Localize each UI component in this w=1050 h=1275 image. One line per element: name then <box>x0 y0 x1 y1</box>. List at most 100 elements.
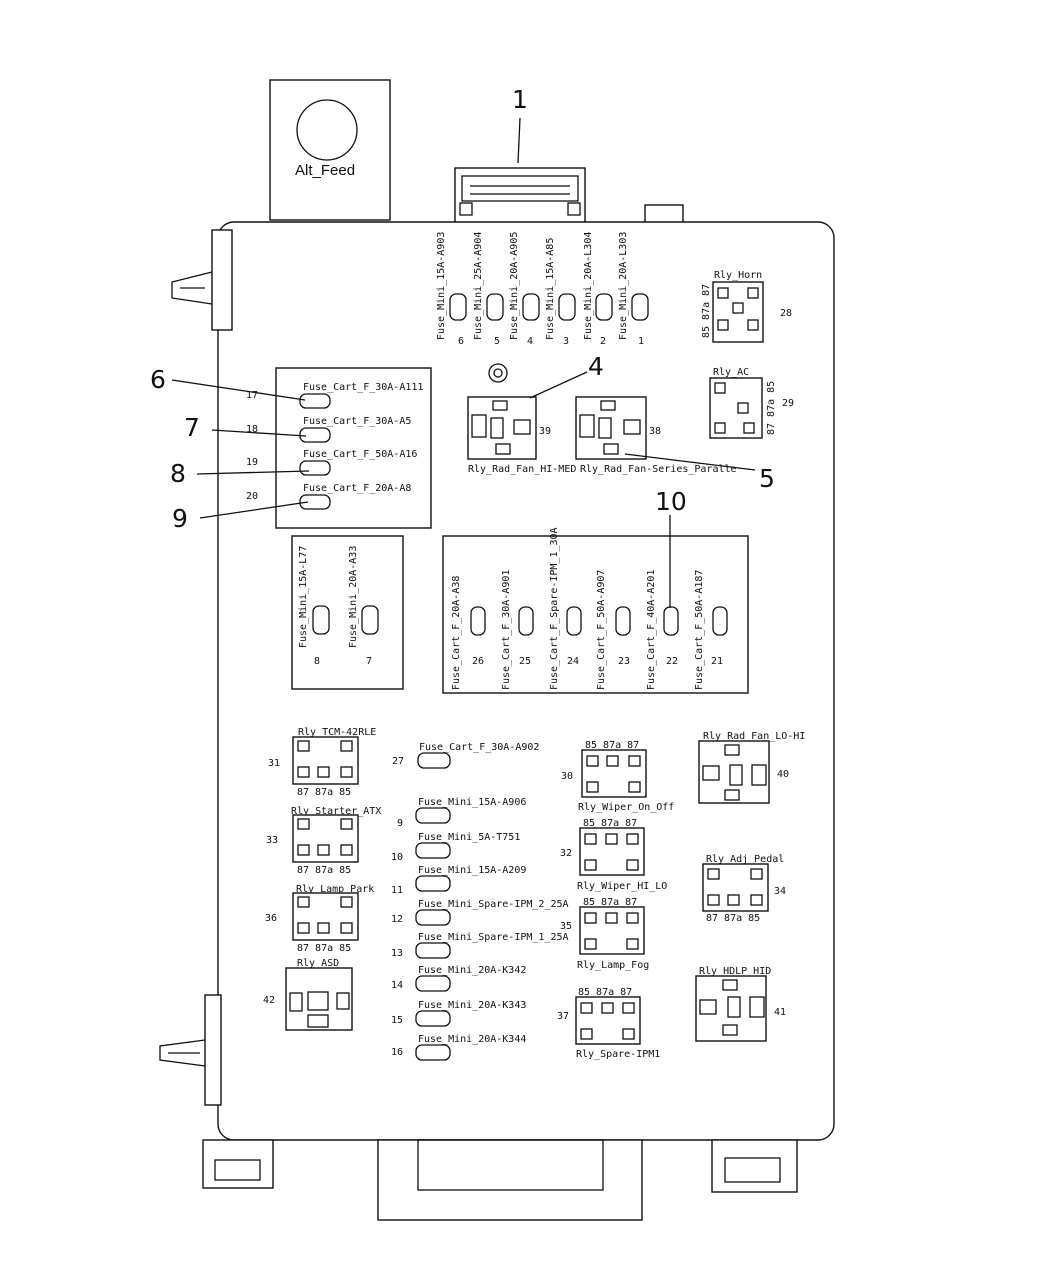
fuse-label: Fuse_Mini_20A-K343 <box>418 1000 526 1011</box>
callout-8: 8 <box>170 459 186 488</box>
fuse-number: 21 <box>711 656 723 667</box>
relay-number: 37 <box>557 1011 569 1022</box>
fuse-icon <box>415 975 451 992</box>
fuse-icon <box>486 293 504 321</box>
fuse-label: Fuse_Mini_Spare-IPM_1_25A <box>418 932 569 943</box>
fuse-label: Fuse_Mini_15A-A209 <box>418 865 526 876</box>
relay-number: 33 <box>266 835 278 846</box>
fuse-number: 10 <box>391 852 403 863</box>
top-connector <box>454 167 586 224</box>
fuse-number: 12 <box>391 914 403 925</box>
relay-spare-ipm1: 85 87a 87 Rly_Spare-IPM1 37 <box>557 987 660 1060</box>
callout-9: 9 <box>172 504 188 533</box>
relay-name: Rly_AC <box>713 367 749 378</box>
fuse-icon <box>615 606 631 636</box>
fuse-label: Fuse_Mini_20A-L304 <box>583 232 594 340</box>
callout-1: 1 <box>512 85 528 114</box>
cart-fuse-group-left <box>275 367 432 529</box>
fuse-icon <box>449 293 467 321</box>
relay-name: Rly_Adj_Pedal <box>706 854 784 865</box>
fuse-number: 23 <box>618 656 630 667</box>
fuse-number: 14 <box>391 980 403 991</box>
bottom-left-clip <box>202 1139 274 1189</box>
relay-lamp-park: Rly_Lamp_Park 87 87a 85 36 <box>265 884 374 954</box>
fuse-label: Fuse_Mini_15A-A903 <box>436 232 447 340</box>
relay-name: Rly_Wiper_HI_LO <box>577 881 667 892</box>
relay-hdlp-hid: Rly_HDLP_HID 41 <box>695 966 786 1042</box>
relay-name: Rly_Rad_Fan-Series_Paralle <box>580 464 737 475</box>
fuse-label: Fuse_Mini_15A-A85 <box>545 238 556 340</box>
fuse-label: Fuse_Mini_20A-L303 <box>618 232 629 340</box>
fuse-icon <box>299 393 331 409</box>
relay-rad-fan-series-parallel: 38 Rly_Rad_Fan-Series_Paralle <box>575 396 737 475</box>
fuse-icon <box>470 606 486 636</box>
fuse-number: 5 <box>494 336 500 347</box>
fuse-icon <box>415 1044 451 1061</box>
left-upper-mount <box>171 229 233 331</box>
fuse-label: Fuse_Mini_20A-K344 <box>418 1034 526 1045</box>
relay-name: Rly_Horn <box>714 270 762 281</box>
relay-number: 32 <box>560 848 572 859</box>
fuse-number: 19 <box>246 457 258 468</box>
fuse-label: Fuse_Cart_F_40A-A201 <box>646 570 657 690</box>
alt-feed-stud <box>296 99 358 161</box>
relay-horn: Rly_Horn 85 87a 87 28 <box>701 270 792 343</box>
relay-number: 30 <box>561 771 573 782</box>
fuse-icon <box>631 293 649 321</box>
relay-pins: 87 87a 85 <box>297 865 351 876</box>
relay-name: Rly_Lamp_Fog <box>577 960 649 971</box>
relay-adj-pedal: Rly_Adj_Pedal 87 87a 85 34 <box>702 854 786 924</box>
callout-leaders <box>171 117 756 608</box>
fuse-icon <box>518 606 534 636</box>
callout-7: 7 <box>184 413 200 442</box>
fuse-number: 27 <box>392 756 404 767</box>
fuse-label: Fuse_Mini_15A-L77 <box>298 546 309 648</box>
fuse-icon <box>566 606 582 636</box>
left-cart-fuses: Fuse_Cart_F_30A-A111 17 Fuse_Cart_F_30A-… <box>246 382 423 510</box>
fuse-label: Fuse_Mini_20A-A905 <box>509 232 520 340</box>
fuse-number: 16 <box>391 1047 403 1058</box>
relay-name: Rly_Rad_Fan_LO-HI <box>703 731 805 742</box>
relay-name: Rly_ASD <box>297 958 339 969</box>
relay-pins: 87 87a 85 <box>297 943 351 954</box>
fuse-number: 20 <box>246 491 258 502</box>
relay-pins: 87 87a 85 <box>766 381 777 435</box>
relay-name: Rly_Rad_Fan_HI-MED <box>468 464 576 475</box>
relay-name: Rly_Starter_ATX <box>291 806 381 817</box>
relay-name: Rly_Spare-IPM1 <box>576 1049 660 1060</box>
fuse-label: Fuse_Cart_F_20A-A38 <box>451 576 462 690</box>
fuse-number: 9 <box>397 818 403 829</box>
mini-fuse-pair-box <box>291 535 404 690</box>
fuse-icon <box>595 293 613 321</box>
bottom-right-clip <box>711 1139 798 1193</box>
relay-name: Rly_TCM-42RLE <box>298 727 376 738</box>
fuse-label: Fuse_Mini_Spare-IPM_2_25A <box>418 899 569 910</box>
fuse-number: 15 <box>391 1015 403 1026</box>
fuse-icon <box>558 293 576 321</box>
relay-asd: Rly_ASD 42 <box>263 958 353 1031</box>
relay-wiper-on-off: 85 87a 87 Rly_Wiper_On_Off 30 <box>561 740 674 813</box>
fuse-icon <box>415 875 451 892</box>
fuse-number: 4 <box>527 336 533 347</box>
fuse-label: Fuse_Cart_F_Spare-IPM_1_30A <box>549 527 560 690</box>
fuse-label: Fuse_Mini_20A-A33 <box>348 546 359 648</box>
fuse-label: Fuse_Cart_F_30A-A5 <box>303 416 411 427</box>
bottom-connector <box>377 1139 643 1221</box>
fuse-label: Fuse_Cart_F_50A-A187 <box>694 570 705 690</box>
relay-number: 28 <box>780 308 792 319</box>
mini-fuse-pair: Fuse_Mini_15A-L77 8 Fuse_Mini_20A-A33 7 <box>298 546 379 667</box>
fuse-icon <box>299 460 331 476</box>
fuse-number: 22 <box>666 656 678 667</box>
callout-4: 4 <box>588 352 604 381</box>
alt-feed-label: Alt_Feed <box>295 162 355 179</box>
fuse-icon <box>522 293 540 321</box>
fuse-number: 8 <box>314 656 320 667</box>
fuse-label: Fuse_Cart_F_30A-A111 <box>303 382 423 393</box>
relay-pins: 85 87a 87 <box>578 987 632 998</box>
fuse-number: 7 <box>366 656 372 667</box>
fuse-number: 17 <box>246 390 258 401</box>
ground-stud <box>488 363 508 383</box>
relay-pins: 85 87a 87 <box>583 818 637 829</box>
relay-number: 31 <box>268 758 280 769</box>
